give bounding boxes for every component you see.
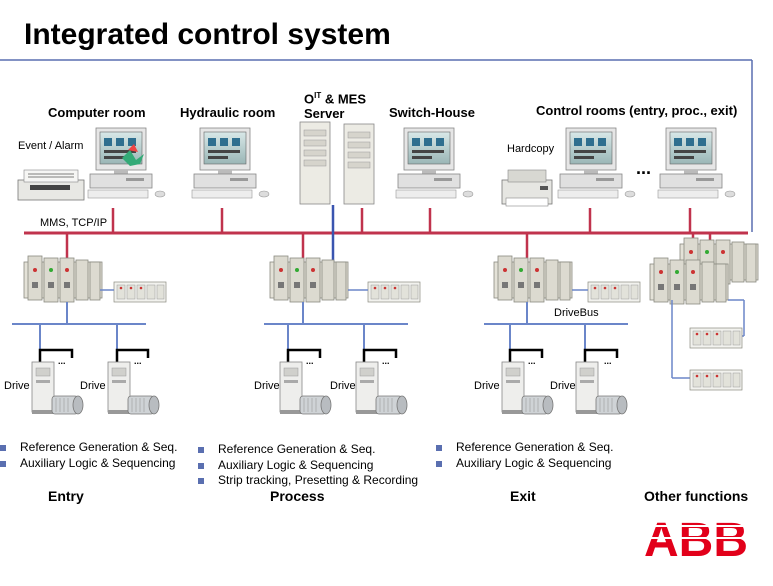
drive-label: Drive [550,380,576,392]
drivebus-label: DriveBus [554,307,599,319]
drive-label: Drive [474,380,500,392]
other-io-module-1 [689,327,743,349]
drivebus-lines [12,302,628,364]
drive-label: Drive [80,380,106,392]
process-controller [269,255,349,303]
list-item: Reference Generation & Seq. [198,442,418,458]
computer-room-heading: Computer room [48,105,146,120]
server-towers [299,121,375,205]
list-item: Auxiliary Logic & Sequencing [0,456,177,472]
entry-bullets: Reference Generation & Seq. Auxiliary Lo… [0,440,177,471]
list-item: Strip tracking, Presetting & Recording [198,473,418,489]
entry-drive-1 [31,361,84,415]
exit-section-title: Exit [510,488,536,504]
workstation-drops [111,208,692,233]
hardcopy-printer-icon [501,169,553,207]
drive-dots-label: ... [58,356,66,366]
controller-drops [65,233,712,262]
exit-controller [493,255,573,303]
process-drive-1 [279,361,332,415]
drive-label: Drive [330,380,356,392]
entry-section-title: Entry [48,488,84,504]
control-room-workstation-1 [557,127,636,199]
process-bullets: Reference Generation & Seq. Auxiliary Lo… [198,442,418,489]
exit-drive-2 [575,361,628,415]
list-item: Reference Generation & Seq. [0,440,177,456]
entry-controller [23,255,103,303]
entry-io-module [113,281,167,303]
server-heading-prefix: O [304,91,315,107]
control-room-workstation-2 [657,127,736,199]
switch-house-workstation [395,127,474,199]
alarm-printer-icon [17,169,85,201]
exit-io-module [587,281,641,303]
server-heading-sup: IT [314,91,322,100]
switch-house-heading: Switch-House [389,105,475,120]
drive-dots-label: ... [134,356,142,366]
abb-logo-text: ABB [644,514,748,567]
exit-drive-1 [501,361,554,415]
drive-dots-label: ... [528,356,536,366]
other-functions-section-title: Other functions [644,488,749,504]
other-io-module-2 [689,369,743,391]
server-heading: OIT & MES Server [304,88,366,121]
control-rooms-heading: Control rooms (entry, proc., exit) [536,103,738,118]
drive-dots-label: ... [604,356,612,366]
server-heading-line2: Server [304,106,345,122]
process-drive-2 [355,361,408,415]
drive-connectors [38,348,619,362]
hydraulic-room-heading: Hydraulic room [180,105,276,120]
abb-logo: ABB [644,514,748,567]
list-item: Auxiliary Logic & Sequencing [198,458,418,474]
network-label: MMS, TCP/IP [40,217,108,229]
server-heading-suffix: & MES [321,91,367,107]
more-workstations-ellipsis: ... [636,158,652,178]
process-io-module [367,281,421,303]
drive-label: Drive [254,380,280,392]
exit-bullets: Reference Generation & Seq. Auxiliary Lo… [436,440,613,471]
drive-dots-label: ... [382,356,390,366]
other-controller-front [649,257,729,305]
hardcopy-label: Hardcopy [507,143,555,155]
hydraulic-room-workstation [191,127,270,199]
page-title: Integrated control system [24,18,391,51]
drive-dots-label: ... [306,356,314,366]
list-item: Reference Generation & Seq. [436,440,613,456]
event-alarm-label: Event / Alarm [18,140,84,152]
entry-drive-2 [107,361,160,415]
plot-graphic [122,150,144,166]
list-item: Auxiliary Logic & Sequencing [436,456,613,472]
computer-room-workstation [87,127,166,199]
drive-label: Drive [4,380,30,392]
process-section-title: Process [270,488,325,504]
